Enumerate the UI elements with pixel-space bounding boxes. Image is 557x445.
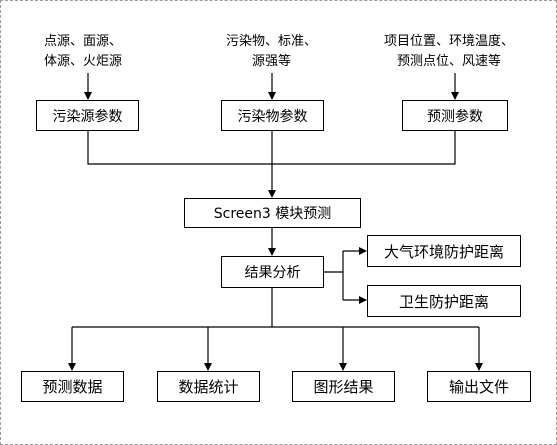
- site-info-text: 项目位置、环境温度、 预测点位、风速等: [384, 34, 515, 69]
- pollution-source-params-box: 污染源参数: [36, 100, 139, 131]
- result-analysis-box: 结果分析: [221, 256, 324, 288]
- screen3-model-box: Screen3 模块预测: [184, 198, 361, 228]
- sanitary-protection-distance-box: 卫生防护距离: [367, 285, 521, 317]
- output-graphic-results-box: 图形结果: [292, 371, 395, 402]
- output-prediction-data-box: 预测数据: [21, 371, 124, 402]
- output-data-statistics-box: 数据统计: [157, 371, 260, 402]
- pollution-source-types-text: 点源、面源、 体源、火炬源: [44, 34, 123, 69]
- pollutant-info-text: 污染物、标准、 源强等: [226, 34, 318, 69]
- pollutant-params-box: 污染物参数: [221, 100, 324, 131]
- prediction-params-box: 预测参数: [402, 100, 508, 131]
- atmospheric-protection-distance-box: 大气环境防护距离: [367, 235, 521, 267]
- output-files-box: 输出文件: [427, 371, 531, 402]
